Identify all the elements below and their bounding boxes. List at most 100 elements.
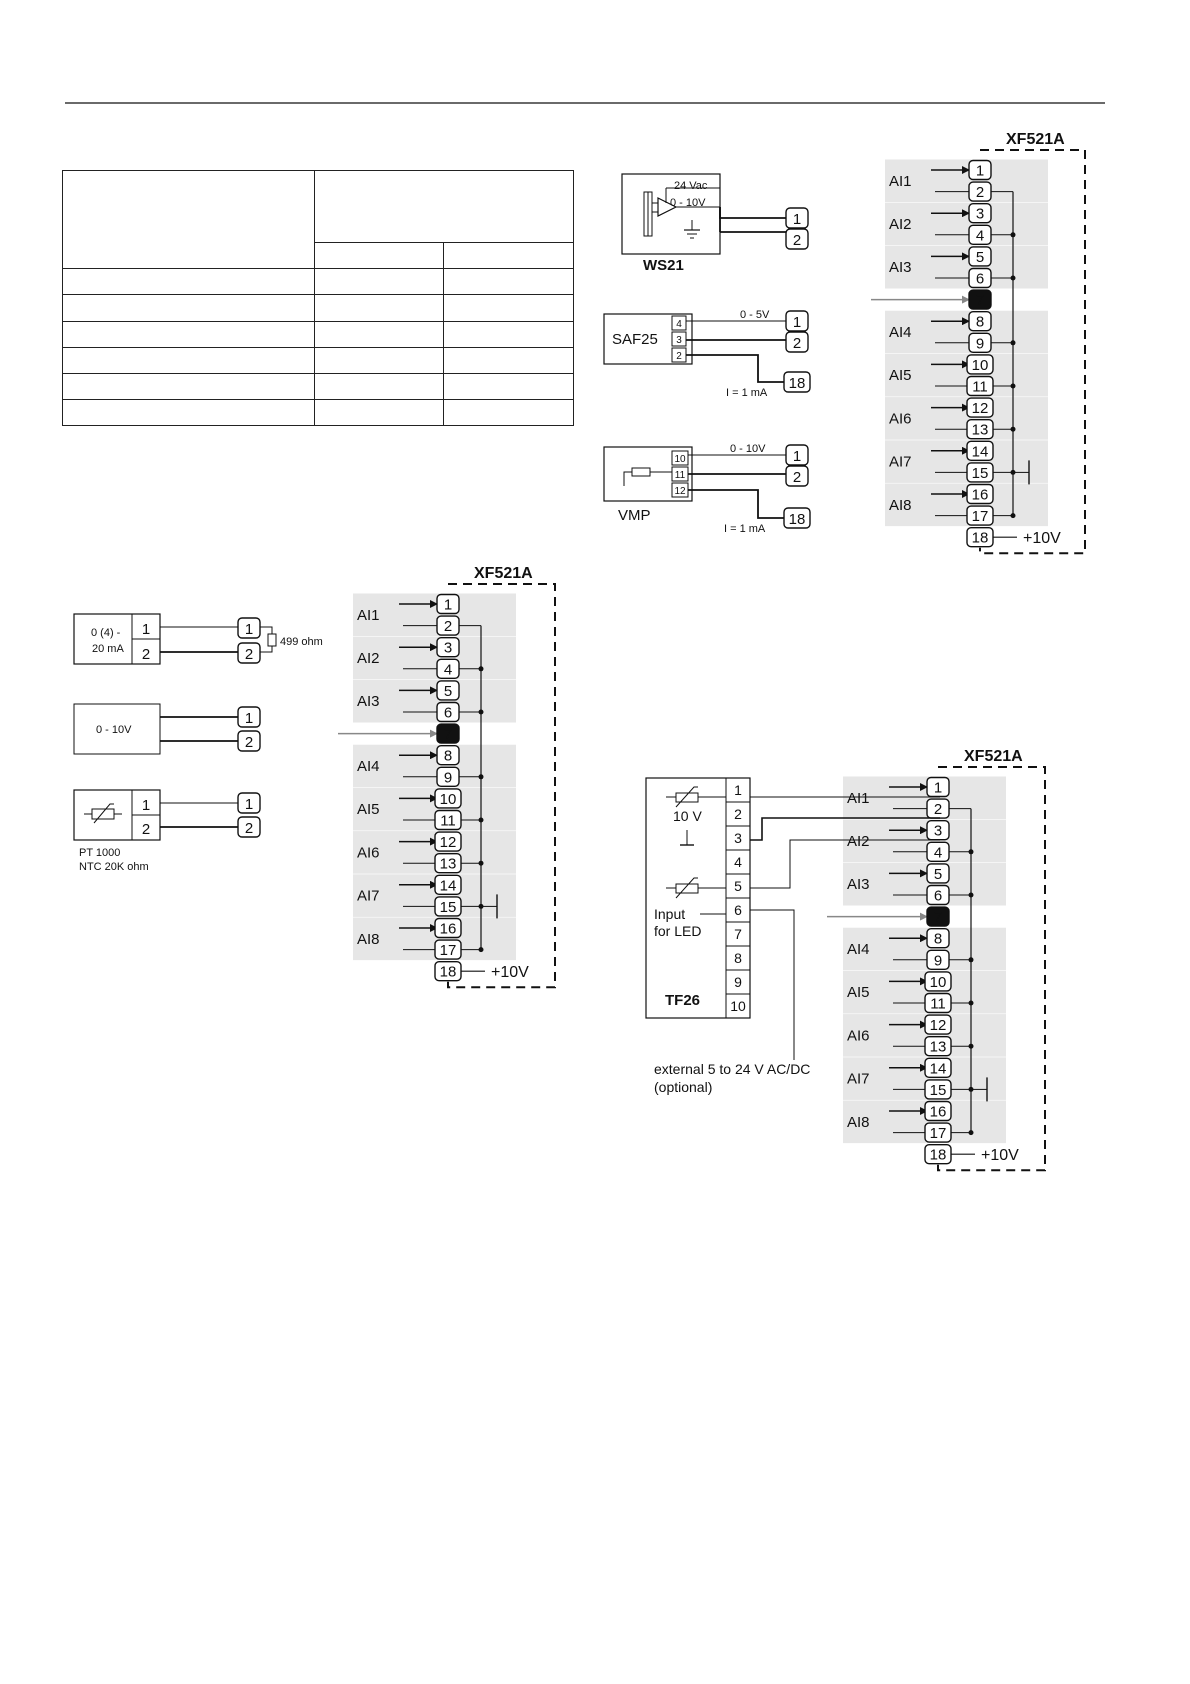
terminal-number: 16	[930, 1104, 947, 1121]
thermistor-caption: PT 1000	[79, 847, 120, 859]
tf26-pin: 2	[734, 806, 742, 822]
terminal-number: 6	[444, 705, 452, 722]
ai-group-label: AI3	[357, 693, 380, 710]
saf25-name: SAF25	[612, 331, 658, 348]
terminal-pin	[968, 202, 992, 224]
ai-group-label: AI3	[889, 259, 912, 276]
terminal-pin	[966, 354, 994, 375]
ws21-output-label: 0 - 10V	[670, 197, 706, 209]
svg-text:1: 1	[245, 621, 253, 638]
terminal-number: 17	[930, 1125, 947, 1142]
terminal-pin	[434, 896, 462, 917]
saf25-sensor: SAF25 4 3 2 0 - 5V I = 1 mA 1 2 18	[603, 309, 811, 399]
terminal-pin	[434, 917, 462, 939]
vmp-terminal: 2	[785, 465, 809, 487]
ai-group-label: AI2	[357, 650, 380, 667]
terminal-pin	[924, 1079, 952, 1100]
supply-label: +10V	[491, 964, 529, 981]
ai-group-label: AI7	[847, 1071, 870, 1088]
terminal-number: 2	[444, 618, 452, 635]
svg-text:for LED: for LED	[654, 923, 701, 939]
terminal-number: 5	[976, 249, 984, 266]
svg-text:1: 1	[793, 448, 801, 465]
thermistor-input-terminal: 1	[237, 792, 261, 814]
terminal-pin	[434, 874, 462, 895]
terminal-number: 18	[930, 1147, 947, 1164]
terminal-pin	[924, 1014, 952, 1035]
terminal-pin	[966, 375, 994, 397]
ws21-supply-label: 24 Vac	[674, 180, 708, 192]
terminal-number: 9	[444, 769, 452, 786]
enclosure-border	[447, 583, 556, 989]
terminal-number: 1	[934, 780, 942, 797]
saf25-terminal: 18	[783, 371, 811, 393]
current-input-label: 0 (4) -	[91, 627, 121, 639]
terminal-number: 14	[972, 443, 989, 460]
vmp-terminal: 18	[783, 507, 811, 529]
terminal-pin	[434, 853, 462, 874]
thermistor-input-device: 1 2 PT 1000 NTC 20K ohm 1 2	[73, 789, 261, 873]
terminal-number: 5	[934, 866, 942, 883]
tf26-led-label: Input	[654, 906, 685, 922]
terminal-pin	[924, 992, 952, 1014]
ai-group-label: AI8	[357, 931, 380, 948]
terminal-number: 10	[930, 974, 947, 991]
terminal-pin	[436, 680, 460, 701]
vmp-terminal: 1	[785, 444, 809, 466]
terminal-pin	[926, 863, 950, 884]
ai-group-label: AI2	[889, 216, 912, 233]
ws21-sensor: 24 Vac 0 - 10V WS21 1 2	[621, 173, 809, 274]
terminal-number: 16	[972, 487, 989, 504]
panel-title: XF521A	[964, 748, 1023, 765]
panel-title: XF521A	[474, 565, 533, 582]
terminal-pin	[926, 928, 950, 949]
voltage-input-device: 0 - 10V 1 2	[73, 703, 261, 755]
terminal-pin	[968, 246, 992, 267]
svg-text:1: 1	[245, 796, 253, 813]
svg-text:2: 2	[142, 646, 150, 663]
tf26-pin: 6	[734, 902, 742, 918]
terminal-pin	[924, 1100, 952, 1122]
terminal-number: 13	[440, 856, 457, 873]
terminal-number: 11	[972, 379, 988, 396]
terminal-number: 12	[440, 834, 457, 851]
ai-group-label: AI5	[357, 801, 380, 818]
terminal-pin	[966, 505, 994, 526]
resistor-label: 499 ohm	[280, 636, 323, 648]
svg-text:2: 2	[793, 469, 801, 486]
terminal-pin	[434, 831, 462, 852]
terminal-pin	[966, 397, 994, 418]
vmp-current-label: I = 1 mA	[724, 523, 766, 535]
current-input-terminal: 1	[237, 617, 261, 639]
terminal-number: 11	[930, 996, 946, 1013]
ws21-name: WS21	[643, 257, 684, 274]
terminal-number: 3	[934, 823, 942, 840]
terminal-pin	[926, 906, 950, 927]
terminal-number: 18	[440, 964, 457, 981]
terminal-pin	[966, 419, 994, 440]
ai-group-label: AI4	[889, 324, 912, 341]
current-input-terminal: 2	[237, 642, 261, 664]
tf26-pin: 4	[734, 854, 742, 870]
terminal-pin	[926, 841, 950, 862]
terminal-number: 3	[976, 206, 984, 223]
terminal-pin	[436, 701, 460, 723]
saf25-terminal: 1	[785, 310, 809, 332]
ai-group-label: AI4	[357, 758, 380, 775]
terminal-pin	[924, 1035, 952, 1057]
ai-group-label: AI3	[847, 876, 870, 893]
svg-text:1: 1	[793, 314, 801, 331]
terminal-number: 4	[976, 227, 984, 244]
terminal-number: 7	[934, 909, 942, 926]
terminal-number: 8	[976, 314, 984, 331]
ai-group-label: AI4	[847, 941, 870, 958]
svg-text:10: 10	[674, 454, 686, 465]
svg-text:2: 2	[142, 821, 150, 838]
svg-text:2: 2	[793, 335, 801, 352]
svg-text:1: 1	[793, 211, 801, 228]
terminal-number: 16	[440, 921, 457, 938]
terminal-pin	[436, 615, 460, 636]
terminal-pin	[434, 939, 462, 960]
